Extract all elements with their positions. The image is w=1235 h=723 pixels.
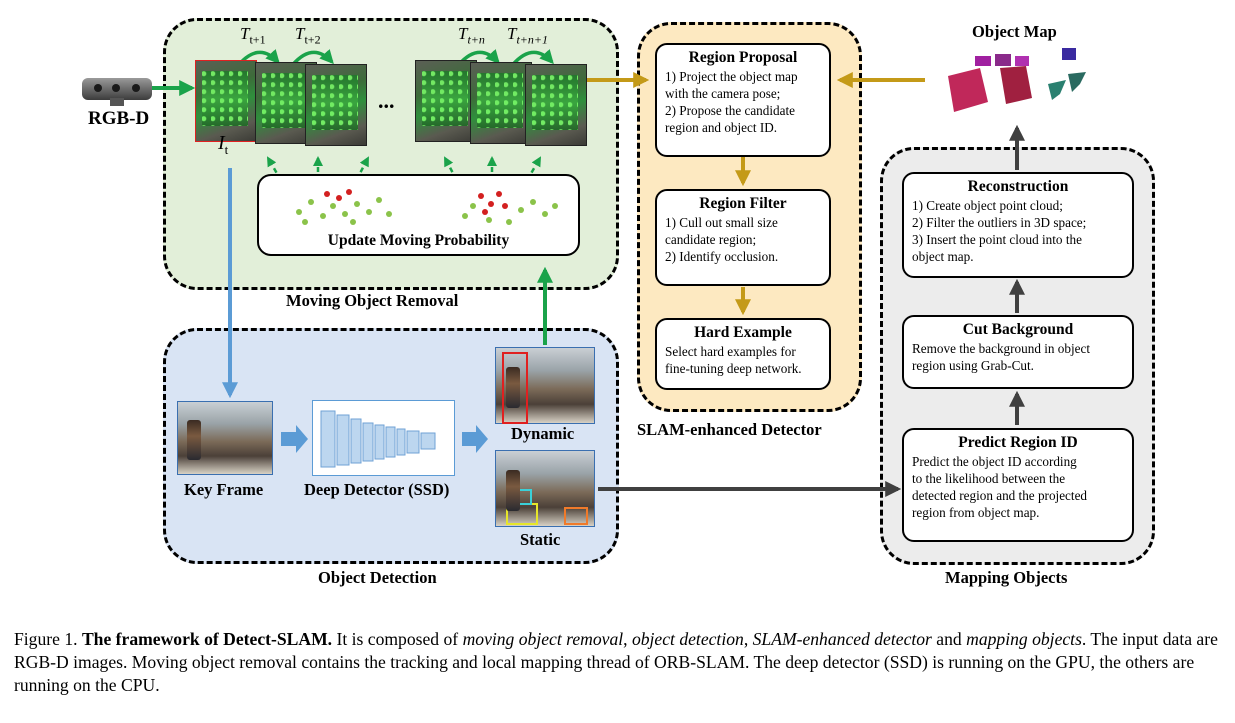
text-line: fine-tuning deep network.: [665, 361, 802, 376]
text-line: 2) Propose the candidate: [665, 103, 796, 118]
predict-region-id-box: Predict Region ID Predict the object ID …: [902, 428, 1134, 542]
text-line: Select hard examples for: [665, 344, 796, 359]
text-line: with the camera pose;: [665, 86, 781, 101]
text-line: 1) Create object point cloud;: [912, 198, 1063, 213]
t-label-4: Tt+n+1: [507, 24, 548, 47]
object-map-label: Object Map: [972, 22, 1057, 41]
rgbd-label: RGB-D: [88, 108, 150, 129]
caption-text: and: [931, 629, 967, 649]
dynamic-label: Dynamic: [511, 424, 575, 443]
hard-example-box: Hard Example Select hard examples for fi…: [655, 318, 831, 390]
caption-prefix: Figure 1.: [14, 629, 82, 649]
text-line: Remove the background in object: [912, 341, 1090, 356]
caption-text: . The input data are RGB-D images. Movin…: [14, 629, 1218, 695]
region-filter-box: Region Filter 1) Cull out small size can…: [655, 189, 831, 286]
deep-detector-network: [312, 400, 455, 476]
slam-enhanced-detector-label: SLAM-enhanced Detector: [637, 420, 822, 439]
kinect-camera-icon: [82, 78, 152, 106]
static-image: [495, 450, 595, 527]
reconstruction-title: Reconstruction: [967, 178, 1069, 195]
caption-term: moving object removal: [462, 629, 624, 649]
caption-text: ,: [743, 629, 753, 649]
figure-caption: Figure 1. The framework of Detect-SLAM. …: [14, 628, 1224, 697]
text-line: 2) Identify occlusion.: [665, 249, 779, 264]
text-line: 3) Insert the point cloud into the: [912, 232, 1082, 247]
frame-image: [525, 64, 587, 146]
frame-image: [305, 64, 367, 146]
caption-text: ,: [623, 629, 632, 649]
text-line: region and object ID.: [665, 120, 778, 135]
dynamic-image: [495, 347, 595, 424]
cut-background-title: Cut Background: [962, 321, 1074, 338]
mapping-objects-label: Mapping Objects: [945, 568, 1068, 587]
caption-title: The framework of Detect-SLAM.: [81, 629, 333, 649]
region-filter-title: Region Filter: [699, 195, 787, 212]
predict-region-id-title: Predict Region ID: [958, 434, 1078, 451]
t-label-2: Tt+2: [295, 24, 321, 47]
region-proposal-title: Region Proposal: [688, 49, 798, 66]
point-cloud-icons: [296, 189, 558, 225]
caption-text: It is composed of: [332, 629, 463, 649]
reconstruction-box: Reconstruction 1) Create object point cl…: [902, 172, 1134, 278]
caption-term: SLAM-enhanced detector: [752, 629, 932, 649]
t-label-1: Tt+1: [240, 24, 266, 47]
text-line: 1) Cull out small size: [665, 215, 778, 230]
text-line: detected region and the projected: [912, 488, 1088, 503]
text-line: region using Grab-Cut.: [912, 358, 1034, 373]
cnn-layers-icon: [320, 410, 436, 468]
frame-image: [470, 62, 532, 144]
region-proposal-box: Region Proposal 1) Project the object ma…: [655, 43, 831, 157]
caption-term: object detection: [631, 629, 744, 649]
text-line: object map.: [912, 249, 974, 264]
hard-example-title: Hard Example: [694, 324, 792, 341]
ellipsis: ...: [378, 88, 395, 113]
current-frame-image: [195, 60, 257, 142]
text-line: 2) Filter the outliers in 3D space;: [912, 215, 1087, 230]
update-moving-probability-box: Update Moving Probability: [257, 174, 580, 256]
object-map-icon: [948, 48, 1086, 112]
text-line: to the likelihood between the: [912, 471, 1066, 486]
key-frame-label: Key Frame: [184, 480, 264, 499]
text-line: region from object map.: [912, 505, 1040, 520]
text-line: 1) Project the object map: [665, 69, 798, 84]
deep-detector-label: Deep Detector (SSD): [304, 480, 450, 499]
t-label-3: Tt+n: [458, 24, 485, 47]
moving-object-removal-label: Moving Object Removal: [286, 291, 459, 310]
text-line: candidate region;: [665, 232, 757, 247]
static-label: Static: [520, 530, 561, 549]
object-detection-label: Object Detection: [318, 568, 437, 587]
current-frame-label: It: [218, 132, 229, 157]
key-frame-image: [177, 401, 273, 475]
caption-term: mapping objects: [966, 629, 1082, 649]
update-moving-probability-label: Update Moving Probability: [327, 232, 510, 249]
cut-background-box: Cut Background Remove the background in …: [902, 315, 1134, 389]
frame-image: [415, 60, 477, 142]
text-line: Predict the object ID according: [912, 454, 1077, 469]
